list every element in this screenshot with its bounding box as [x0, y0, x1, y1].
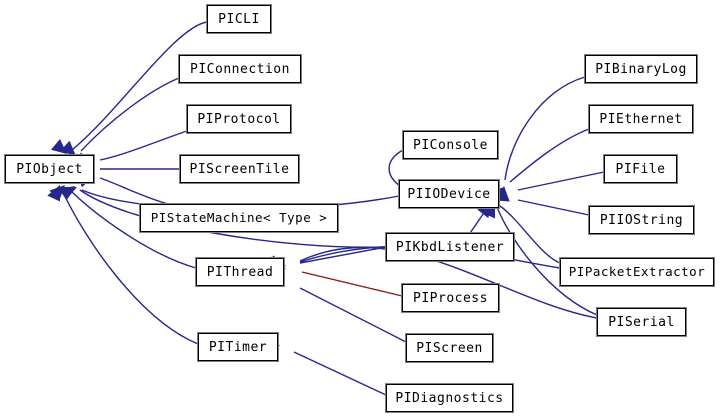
class-node-label: PITimer	[208, 339, 268, 355]
class-node-piconsole[interactable]: PIConsole	[402, 130, 499, 160]
class-node-label: PIPacketExtractor	[568, 263, 706, 279]
class-node-label: PIConnection	[190, 61, 290, 77]
class-node-label: PICLI	[218, 11, 260, 27]
class-node-label: PIProcess	[413, 290, 488, 306]
arrowhead-inheritance	[60, 186, 77, 200]
class-node-label: PIThread	[206, 264, 274, 280]
class-node-pikbdlistener[interactable]: PIKbdListener	[385, 232, 515, 262]
edge-usage	[301, 271, 403, 297]
class-node-pistatemachine[interactable]: PIStateMachine< Type >	[139, 203, 339, 233]
class-node-label: PIKbdListener	[395, 239, 505, 255]
class-node-label: PIScreenTile	[189, 161, 290, 177]
class-node-label: PIScreen	[416, 340, 483, 356]
class-node-label: PIStateMachine< Type >	[150, 209, 328, 225]
edge-inheritance	[99, 177, 169, 205]
class-node-piconnection[interactable]: PIConnection	[178, 54, 302, 84]
edge-inheritance	[299, 287, 407, 343]
class-node-label: PIDiagnostics	[395, 390, 504, 406]
arrowhead-inheritance	[58, 186, 75, 201]
class-node-piprotocol[interactable]: PIProtocol	[186, 104, 292, 134]
class-node-pidiagnostics[interactable]: PIDiagnostics	[385, 383, 514, 413]
class-node-pithread[interactable]: PIThread	[195, 257, 285, 287]
class-node-label: PISerial	[608, 314, 675, 330]
class-node-label: PIProtocol	[197, 111, 281, 127]
class-node-piobject[interactable]: PIObject	[4, 154, 95, 184]
class-node-piethernet[interactable]: PIEthernet	[588, 104, 694, 134]
class-node-piiodevice[interactable]: PIIODevice	[398, 179, 500, 209]
class-node-label: PIConsole	[413, 137, 488, 153]
arrowhead-inheritance	[47, 185, 61, 202]
edge-inheritance	[293, 351, 387, 396]
edge-inheritance	[80, 77, 180, 152]
class-node-pifile[interactable]: PIFile	[603, 154, 678, 184]
class-node-pibinarylog[interactable]: PIBinaryLog	[584, 54, 698, 84]
class-node-label: PIBinaryLog	[595, 61, 687, 77]
class-node-label: PIFile	[615, 161, 666, 177]
edge-inheritance	[504, 76, 586, 181]
edge-inheritance	[517, 171, 605, 191]
edge-inheritance	[99, 130, 188, 161]
edge-inheritance	[299, 246, 387, 264]
class-node-picli[interactable]: PICLI	[206, 4, 272, 34]
class-node-label: PIEthernet	[599, 111, 683, 127]
class-node-label: PIIOString	[599, 212, 684, 228]
class-node-label: PIIODevice	[407, 186, 491, 202]
edge-inheritance	[509, 128, 590, 183]
arrowhead-inheritance	[49, 185, 65, 201]
class-node-piscreentile[interactable]: PIScreenTile	[179, 154, 300, 184]
class-node-piserial[interactable]: PISerial	[596, 307, 687, 337]
edge-inheritance	[517, 199, 590, 216]
class-node-piprocess[interactable]: PIProcess	[401, 283, 500, 313]
edge-inheritance	[469, 205, 490, 234]
class-node-label: PIObject	[16, 161, 83, 177]
class-node-pitimer[interactable]: PITimer	[197, 332, 279, 362]
class-node-pipacketextractor[interactable]: PIPacketExtractor	[559, 257, 715, 287]
class-node-piscreen[interactable]: PIScreen	[405, 333, 494, 363]
class-node-piiostring[interactable]: PIIOString	[588, 205, 695, 235]
